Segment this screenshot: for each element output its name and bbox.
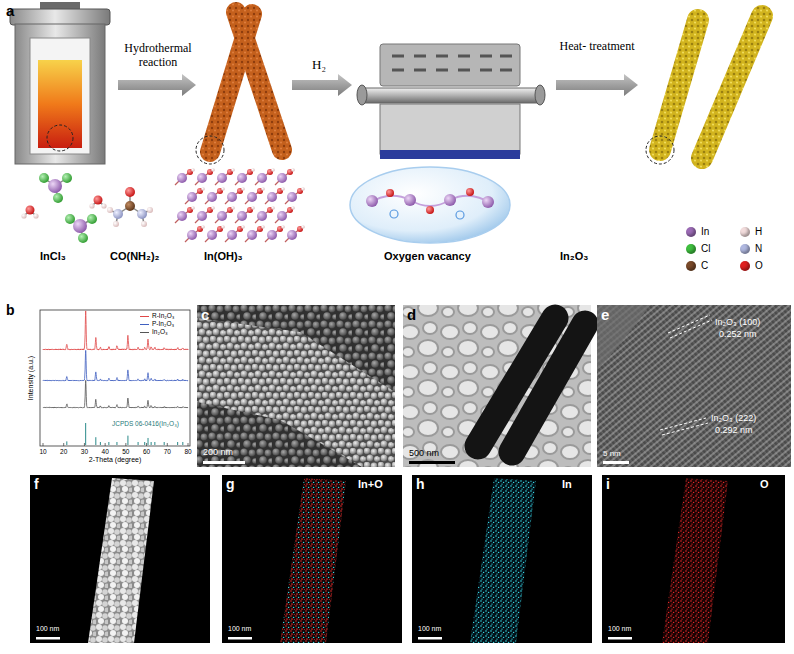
panel-annotation: O	[760, 478, 769, 491]
legend-label: O	[755, 260, 763, 272]
tick-label: 80	[184, 448, 191, 455]
panel-letter: e	[601, 306, 609, 323]
panel-letter: f	[34, 476, 39, 492]
image-panel: h In 100 nm	[412, 475, 592, 643]
legend-line	[140, 324, 149, 325]
panel-annotation: 0.252 nm	[719, 329, 757, 339]
panel-letter: h	[416, 476, 425, 492]
caption-label: Hydrothermal reaction	[118, 42, 198, 70]
legend-label: R-In₂O₃	[152, 312, 175, 319]
tick-label: 40	[102, 448, 109, 455]
atom-swatch	[740, 244, 750, 254]
legend-label: In₂O₃	[152, 328, 168, 335]
image-panel: g In+O 100 nm	[222, 475, 402, 643]
image-panel: i O 100 nm	[602, 475, 785, 643]
scale-bar-label: 200 nm	[203, 447, 233, 457]
legend-label: N	[755, 243, 762, 255]
image-panel: eIn₂O₃ (100) 0.252 nm In₂O₃ (222) 0.292 nm 5…	[597, 305, 791, 467]
scale-bar-label: 100 nm	[228, 625, 251, 633]
caption-label: Oxygen vacancy	[384, 250, 471, 263]
caption-label: JCPDS 06-0416(In₂O₃)	[112, 420, 179, 427]
caption-label: Heat- treatment	[556, 40, 638, 54]
tick-label: 20	[60, 448, 67, 455]
legend-label: Cl	[701, 243, 710, 255]
axis-title: Intensity (a.u.)	[27, 356, 35, 400]
scale-bar-label: 100 nm	[608, 625, 631, 633]
legend-label: In	[701, 226, 709, 238]
atom-swatch	[740, 261, 750, 271]
atom-swatch	[686, 244, 696, 254]
image-panel: f 100 nm	[30, 475, 210, 643]
panel-letter: a	[6, 2, 14, 19]
panel-letter: g	[226, 476, 235, 492]
panel-annotation: In+O	[358, 478, 383, 491]
atom-swatch	[740, 227, 750, 237]
atom-swatch	[686, 261, 696, 271]
image-panel: c 200 nm	[197, 305, 395, 467]
panel-annotation: In₂O₃ (222)	[711, 413, 756, 423]
panel-letter: d	[407, 306, 416, 323]
caption-label: In₂O₃	[560, 250, 588, 263]
scale-bar-label: 100 nm	[418, 625, 441, 633]
legend-label: P-In₂O₃	[152, 320, 174, 327]
legend-label: C	[701, 260, 708, 272]
caption-label: H₂	[312, 58, 326, 73]
image-panel: d 500 nm	[403, 305, 591, 467]
caption-label: InCl₃	[40, 250, 66, 263]
legend-line	[140, 332, 149, 333]
tick-label: 30	[81, 448, 88, 455]
legend-line	[140, 316, 149, 317]
panel-letter: i	[606, 476, 610, 492]
legend-label: H	[755, 226, 762, 238]
tick-label: 10	[39, 448, 46, 455]
tick-label: 50	[122, 448, 129, 455]
panel-letter: b	[6, 302, 15, 318]
panel-annotation: In₂O₃ (100)	[715, 317, 760, 327]
atom-swatch	[686, 227, 696, 237]
scale-bar-label: 500 nm	[409, 448, 439, 458]
caption-label: In(OH)₃	[204, 250, 243, 263]
scale-bar-label: 100 nm	[36, 625, 59, 633]
panel-annotation: In	[562, 478, 572, 491]
panel-letter: c	[201, 306, 209, 323]
scale-bar-label: 5 nm	[603, 449, 621, 458]
tick-label: 70	[164, 448, 171, 455]
panel-annotation: 0.292 nm	[715, 425, 753, 435]
tick-label: 60	[143, 448, 150, 455]
caption-label: CO(NH₂)₂	[110, 250, 160, 263]
axis-title: 2-Theta (degree)	[89, 456, 142, 464]
